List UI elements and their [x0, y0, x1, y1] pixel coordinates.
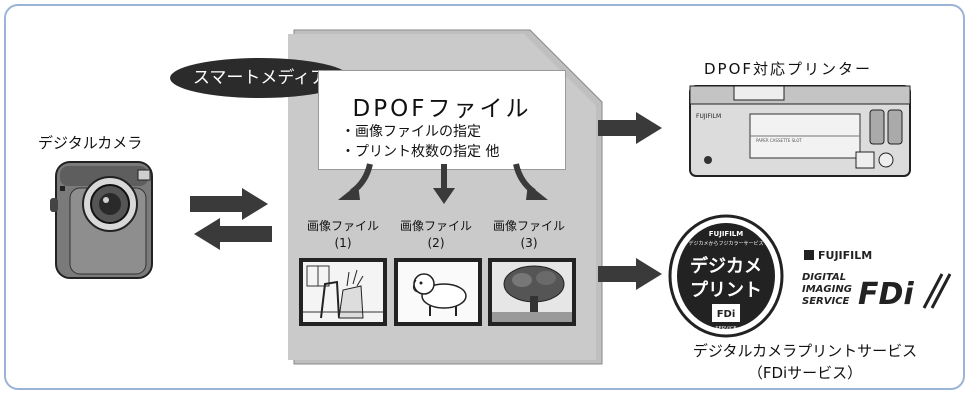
file-label-3: 画像ファイル (3) — [489, 218, 569, 252]
callout-line-2: ・プリント枚数の指定 他 — [341, 144, 500, 160]
fdi-big-logo: FDi — [858, 277, 914, 312]
arrow-to-card — [190, 188, 268, 220]
file-num-1: (1) — [334, 236, 352, 250]
file-label-2: 画像ファイル (2) — [396, 218, 476, 252]
callout-line-1: ・画像ファイルの指定 — [341, 124, 481, 140]
dog-image-icon — [398, 262, 478, 322]
file-name-2: 画像ファイル — [399, 219, 472, 233]
printer-brand: FUJIFILM — [696, 113, 721, 120]
fdi-brand: FUJIFILM — [818, 249, 872, 262]
file-num-3: (3) — [520, 236, 538, 250]
thumbnail-1 — [299, 258, 387, 326]
thumbnail-2 — [394, 258, 482, 326]
printer-title: DPOF対応プリンター — [704, 60, 873, 78]
fdi-text-1: DIGITAL — [802, 272, 846, 283]
dpof-file-title: DPOFファイル — [352, 96, 532, 122]
badge-main-2: プリント — [690, 279, 762, 301]
fdi-logo: FUJIFILM DIGITAL IMAGING SERVICE FDi — [802, 249, 952, 312]
service-sublabel: （FDiサービス） — [747, 364, 863, 382]
fdi-text-3: SERVICE — [802, 296, 850, 307]
badge-logo: FDi — [717, 309, 736, 320]
printer-paper-text: PAPER CASSETTE SLOT — [756, 138, 802, 143]
still-life-image-icon — [303, 262, 383, 322]
service-label: デジタルカメラプリントサービス — [692, 342, 918, 360]
transfer-arrows — [190, 188, 272, 250]
file-pointer-arrows — [338, 163, 548, 204]
arrow-to-printer — [598, 112, 662, 144]
arrow-to-camera — [194, 218, 272, 250]
tree-image-icon — [492, 262, 572, 322]
badge-small-text: デジカメからフジカラーサービス — [689, 240, 764, 247]
file-name-3: 画像ファイル — [492, 219, 565, 233]
thumbnail-3 — [488, 258, 576, 326]
digital-camera-icon — [50, 161, 153, 279]
badge-brand: FUJIFILM — [709, 230, 744, 238]
diagram-frame — [4, 4, 965, 390]
printer-icon: FUJIFILM PAPER CASSETTE SLOT — [689, 85, 911, 177]
file-label-1: 画像ファイル (1) — [303, 218, 383, 252]
dpof-file-callout: DPOFファイル ・画像ファイルの指定 ・プリント枚数の指定 他 — [318, 70, 566, 170]
badge-main-1: デジカメ — [690, 255, 762, 277]
camera-label: デジタルカメラ — [38, 134, 143, 152]
arrow-to-service — [598, 258, 662, 290]
file-num-2: (2) — [427, 236, 445, 250]
badge-logo-sub: SERVICE — [715, 326, 736, 332]
fdi-service-badge: FUJIFILM デジカメからフジカラーサービス デジカメ プリント FDi S… — [668, 214, 784, 338]
fdi-text-2: IMAGING — [802, 284, 852, 295]
file-name-1: 画像ファイル — [306, 219, 379, 233]
